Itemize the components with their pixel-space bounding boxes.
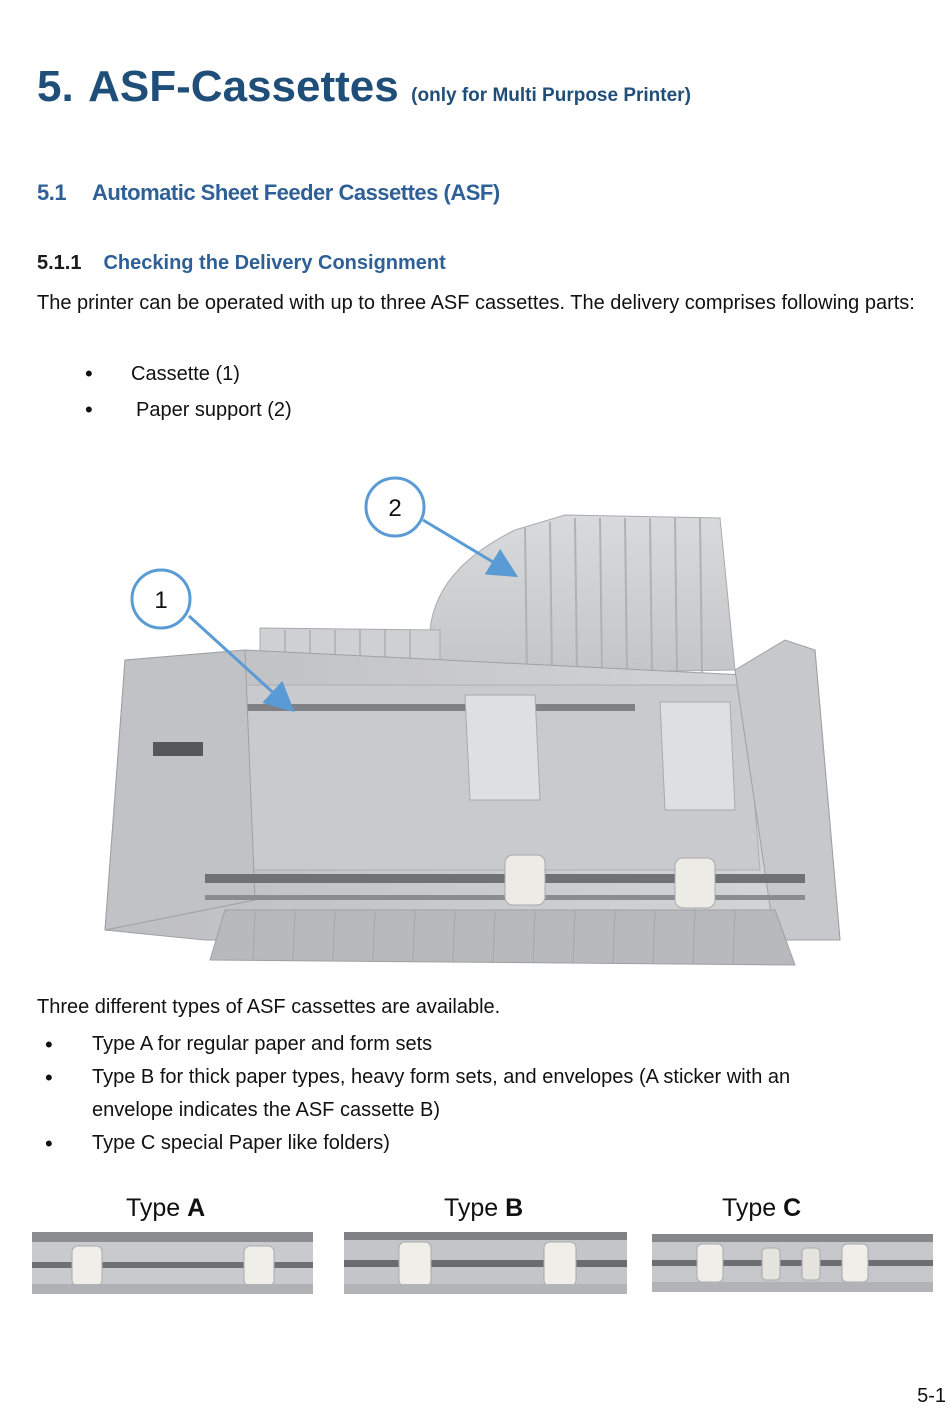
bullet-icon: • <box>45 1065 53 1090</box>
type-c-label: Type C <box>722 1194 802 1222</box>
type-b-label: Type B <box>444 1194 524 1222</box>
chapter-number: 5. <box>37 62 74 111</box>
section-title: Automatic Sheet Feeder Cassettes (ASF) <box>92 180 500 205</box>
section-number: 5.1 <box>37 180 67 205</box>
subsection-heading: 5.1.1 Checking the Delivery Consignment <box>37 252 446 275</box>
bullet-icon: • <box>45 1032 53 1057</box>
subsection-number: 5.1.1 <box>37 252 82 274</box>
callout-label-1: 1 <box>154 587 167 614</box>
bullet-icon: • <box>45 1131 53 1156</box>
intro-paragraph: The printer can be operated with up to t… <box>37 292 915 314</box>
types-intro: Three different types of ASF cassettes a… <box>37 996 501 1018</box>
list-item: •Cassette (1) <box>37 356 292 392</box>
type-a-image <box>32 1232 313 1294</box>
type-a-label: Type A <box>126 1194 206 1222</box>
page-number: 5-1 <box>917 1385 946 1407</box>
list-item: •Type C special Paper like folders) <box>37 1127 837 1160</box>
callout-circle-1 <box>130 568 192 630</box>
type-c-image <box>652 1234 933 1292</box>
type-b-image <box>344 1232 627 1294</box>
bullet-icon: • <box>85 361 93 386</box>
types-list: •Type A for regular paper and form sets … <box>37 1028 837 1160</box>
callout-label-2: 2 <box>388 495 401 522</box>
chapter-title: ASF-Cassettes <box>88 62 399 111</box>
callout-circle-2 <box>364 476 426 538</box>
section-heading: 5.1 Automatic Sheet Feeder Cassettes (ASF… <box>37 180 500 206</box>
parts-list: •Cassette (1) •Paper support (2) <box>37 356 292 428</box>
list-item: •Type A for regular paper and form sets <box>37 1028 837 1061</box>
list-item: •Paper support (2) <box>37 392 292 428</box>
list-item: •Type B for thick paper types, heavy for… <box>37 1061 792 1127</box>
bullet-icon: • <box>85 397 93 422</box>
chapter-heading: 5. ASF-Cassettes (only for Multi Purpose… <box>37 62 691 112</box>
asf-cassette-figure: 1 2 <box>104 476 841 966</box>
chapter-subtitle: (only for Multi Purpose Printer) <box>411 85 691 106</box>
subsection-title: Checking the Delivery Consignment <box>103 252 446 274</box>
